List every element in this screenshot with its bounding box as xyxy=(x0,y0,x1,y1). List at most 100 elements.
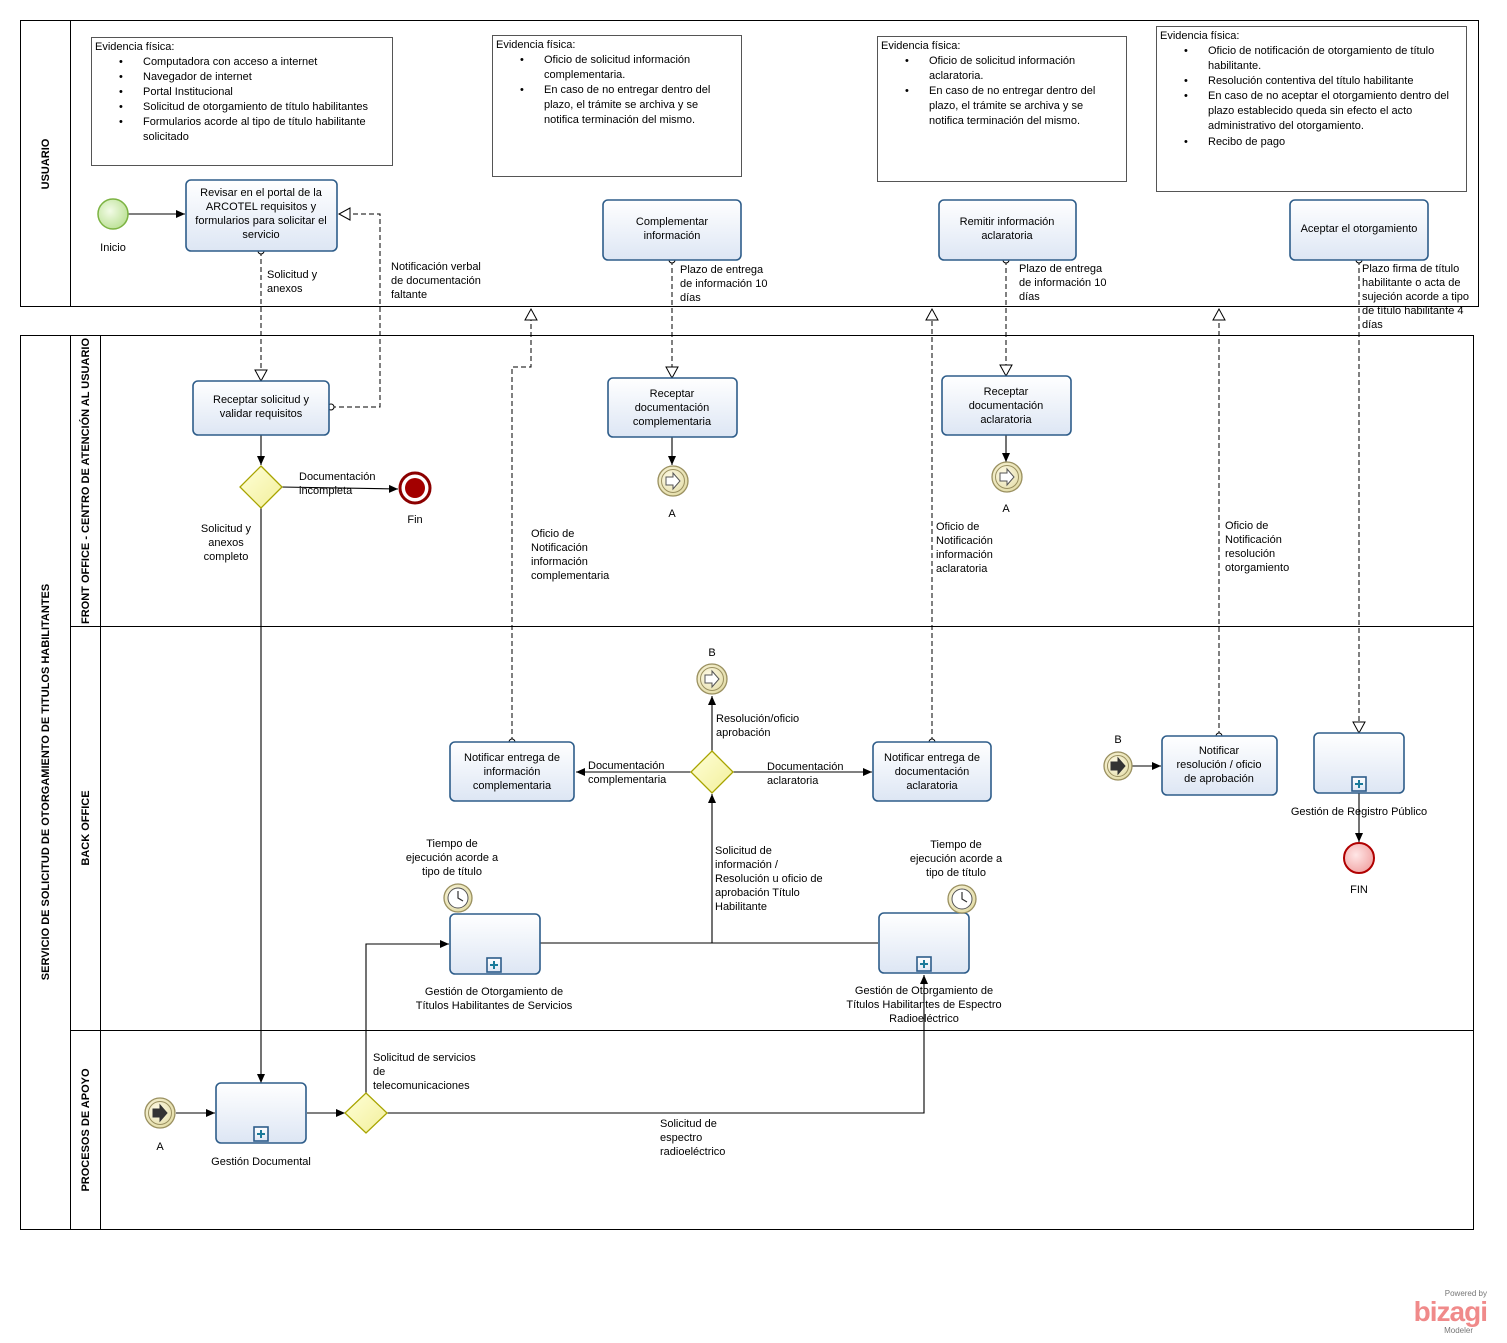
bizagi-logo: Powered by bizagi Modeler xyxy=(1387,1289,1488,1335)
svg-text:B: B xyxy=(1114,734,1121,746)
svg-text:complementaria.: complementaria. xyxy=(544,69,625,81)
svg-text:información /: información / xyxy=(715,859,779,871)
gateway-resultado[interactable] xyxy=(690,750,734,794)
task-notificar-complementaria[interactable]: Notificar entrega de información complem… xyxy=(449,741,575,802)
svg-text:Receptar solicitud y: Receptar solicitud y xyxy=(213,394,309,406)
task-complementar-informacion[interactable]: Complementar información xyxy=(602,199,742,261)
task-receptar-complementaria[interactable]: Receptar documentación complementaria xyxy=(607,377,738,438)
end-event-fin-registro[interactable] xyxy=(1343,842,1375,874)
powered-by-text: Powered by xyxy=(1444,1289,1487,1298)
subprocess-gestion-documental-label: Gestión Documental xyxy=(211,1156,311,1168)
svg-text:notifica terminación del mismo: notifica terminación del mismo. xyxy=(929,115,1080,127)
svg-text:•: • xyxy=(119,101,123,113)
subprocess-gestion-documental[interactable] xyxy=(215,1082,307,1144)
task-receptar-solicitud[interactable]: Receptar solicitud y validar requisitos xyxy=(192,380,330,436)
pool-usuario-title: USUARIO xyxy=(40,138,52,189)
svg-text:complementaria: complementaria xyxy=(473,780,552,792)
task-notificar-aclaratoria[interactable]: Notificar entrega de documentación aclar… xyxy=(872,741,992,802)
svg-text:completo: completo xyxy=(204,551,249,563)
svg-text:información: información xyxy=(936,549,993,561)
task-receptar-aclaratoria[interactable]: Receptar documentación aclaratoria xyxy=(941,375,1072,436)
evidence-note-2: Evidencia física: •Oficio de solicitud i… xyxy=(492,35,742,177)
subprocess-gestion-servicios[interactable] xyxy=(449,913,541,975)
svg-text:•: • xyxy=(1184,75,1188,87)
svg-text:días: días xyxy=(680,292,701,304)
subprocess-gestion-espectro-label: Gestión de Otorgamiento de xyxy=(855,985,993,997)
svg-text:aclaratoria.: aclaratoria. xyxy=(929,70,983,82)
svg-text:aclaratoria: aclaratoria xyxy=(981,230,1033,242)
svg-text:aclaratoria: aclaratoria xyxy=(936,563,988,575)
svg-text:Computadora con acceso a inter: Computadora con acceso a internet xyxy=(143,56,317,68)
link-throw-a-icon[interactable] xyxy=(657,465,689,497)
task-revisar-portal[interactable]: Revisar en el portal de la ARCOTEL requi… xyxy=(185,179,338,252)
svg-text:aclaratoria: aclaratoria xyxy=(767,775,819,787)
gateway-validacion[interactable] xyxy=(239,465,283,509)
task-aceptar-otorgamiento[interactable]: Aceptar el otorgamiento xyxy=(1289,199,1429,261)
link-catch-a-icon[interactable] xyxy=(144,1097,176,1129)
link-throw-b-icon[interactable] xyxy=(696,663,728,695)
svg-text:Solicitud de servicios: Solicitud de servicios xyxy=(373,1052,476,1064)
start-event-inicio[interactable] xyxy=(97,198,129,230)
svg-text:Oficio de: Oficio de xyxy=(531,528,574,540)
svg-text:Habilitante: Habilitante xyxy=(715,901,767,913)
modeler-text: Modeler xyxy=(1444,1326,1473,1335)
timer-icon[interactable] xyxy=(443,883,473,913)
svg-text:•: • xyxy=(520,54,524,66)
subprocess-registro-publico[interactable] xyxy=(1313,732,1405,794)
svg-text:anexos: anexos xyxy=(208,537,244,549)
svg-text:documentación: documentación xyxy=(895,766,970,778)
svg-text:•: • xyxy=(119,116,123,128)
pool-servicio-title: SERVICIO DE SOLICITUD DE OTORGAMIENTO DE… xyxy=(40,584,52,980)
svg-text:•: • xyxy=(119,56,123,68)
svg-text:complementaria: complementaria xyxy=(633,416,712,428)
svg-text:Títulos Habilitantes de Espect: Títulos Habilitantes de Espectro xyxy=(846,999,1001,1011)
svg-text:formularios para solicitar el: formularios para solicitar el xyxy=(195,215,326,227)
end-event-fin[interactable] xyxy=(398,471,432,505)
flow-labels: Solicitud y anexos Notificación verbal d… xyxy=(201,261,1469,1158)
note-title: Evidencia física: xyxy=(881,40,960,52)
note-title: Evidencia física: xyxy=(95,41,174,53)
end-event-label: Fin xyxy=(407,514,422,526)
svg-text:plazo, el trámite se archiva y: plazo, el trámite se archiva y se xyxy=(929,100,1083,112)
svg-text:plazo, el trámite se archiva y: plazo, el trámite se archiva y se xyxy=(544,99,698,111)
svg-text:sujeción acorde a tipo: sujeción acorde a tipo xyxy=(1362,291,1469,303)
svg-text:documentación: documentación xyxy=(635,402,710,414)
timer-icon[interactable] xyxy=(947,884,977,914)
svg-text:Solicitud y: Solicitud y xyxy=(201,523,252,535)
message-flows xyxy=(254,207,1366,746)
start-event-label: Inicio xyxy=(100,242,126,254)
gateway-tipo-solicitud[interactable] xyxy=(344,1092,388,1134)
subprocess-registro-publico-label: Gestión de Registro Público xyxy=(1291,806,1427,818)
sequence-flows xyxy=(128,210,1363,1117)
svg-text:Notificar: Notificar xyxy=(1199,745,1240,757)
evidence-note-4: Evidencia física: •Oficio de notificació… xyxy=(1156,26,1467,192)
svg-text:aclaratoria: aclaratoria xyxy=(980,414,1032,426)
link-catch-b-icon[interactable] xyxy=(1103,751,1133,781)
task-remitir-informacion[interactable]: Remitir información aclaratoria xyxy=(938,199,1077,261)
link-throw-a-icon[interactable] xyxy=(991,461,1023,493)
svg-text:Tiempo de: Tiempo de xyxy=(930,839,982,851)
subprocess-gestion-servicios-label: Gestión de Otorgamiento de xyxy=(425,986,563,998)
note-title: Evidencia física: xyxy=(1160,30,1239,42)
svg-text:Documentación: Documentación xyxy=(299,471,375,483)
svg-text:plazo establecido queda sin ef: plazo establecido queda sin efecto el ac… xyxy=(1208,105,1412,117)
svg-text:Receptar: Receptar xyxy=(984,386,1029,398)
svg-text:notifica terminación del mismo: notifica terminación del mismo. xyxy=(544,114,695,126)
expand-icon xyxy=(1351,776,1367,792)
svg-text:información: información xyxy=(484,766,541,778)
svg-text:días: días xyxy=(1362,319,1383,331)
svg-text:de información 10: de información 10 xyxy=(1019,277,1106,289)
expand-icon xyxy=(253,1126,269,1142)
svg-text:información: información xyxy=(531,556,588,568)
svg-text:Radioeléctrico: Radioeléctrico xyxy=(889,1013,959,1025)
svg-text:radioeléctrico: radioeléctrico xyxy=(660,1146,725,1158)
flow-incompleta-fin xyxy=(280,484,399,493)
svg-text:Solicitud de: Solicitud de xyxy=(715,845,772,857)
svg-text:En caso de no entregar dentro: En caso de no entregar dentro del xyxy=(544,84,710,96)
svg-text:resolución: resolución xyxy=(1225,548,1275,560)
subprocess-gestion-espectro[interactable] xyxy=(878,912,970,974)
task-notificar-resolucion[interactable]: Notificar resolución / oficio de aprobac… xyxy=(1161,735,1278,796)
svg-text:espectro: espectro xyxy=(660,1132,702,1144)
svg-text:Remitir información: Remitir información xyxy=(960,216,1055,228)
svg-text:incompleta: incompleta xyxy=(299,485,353,497)
